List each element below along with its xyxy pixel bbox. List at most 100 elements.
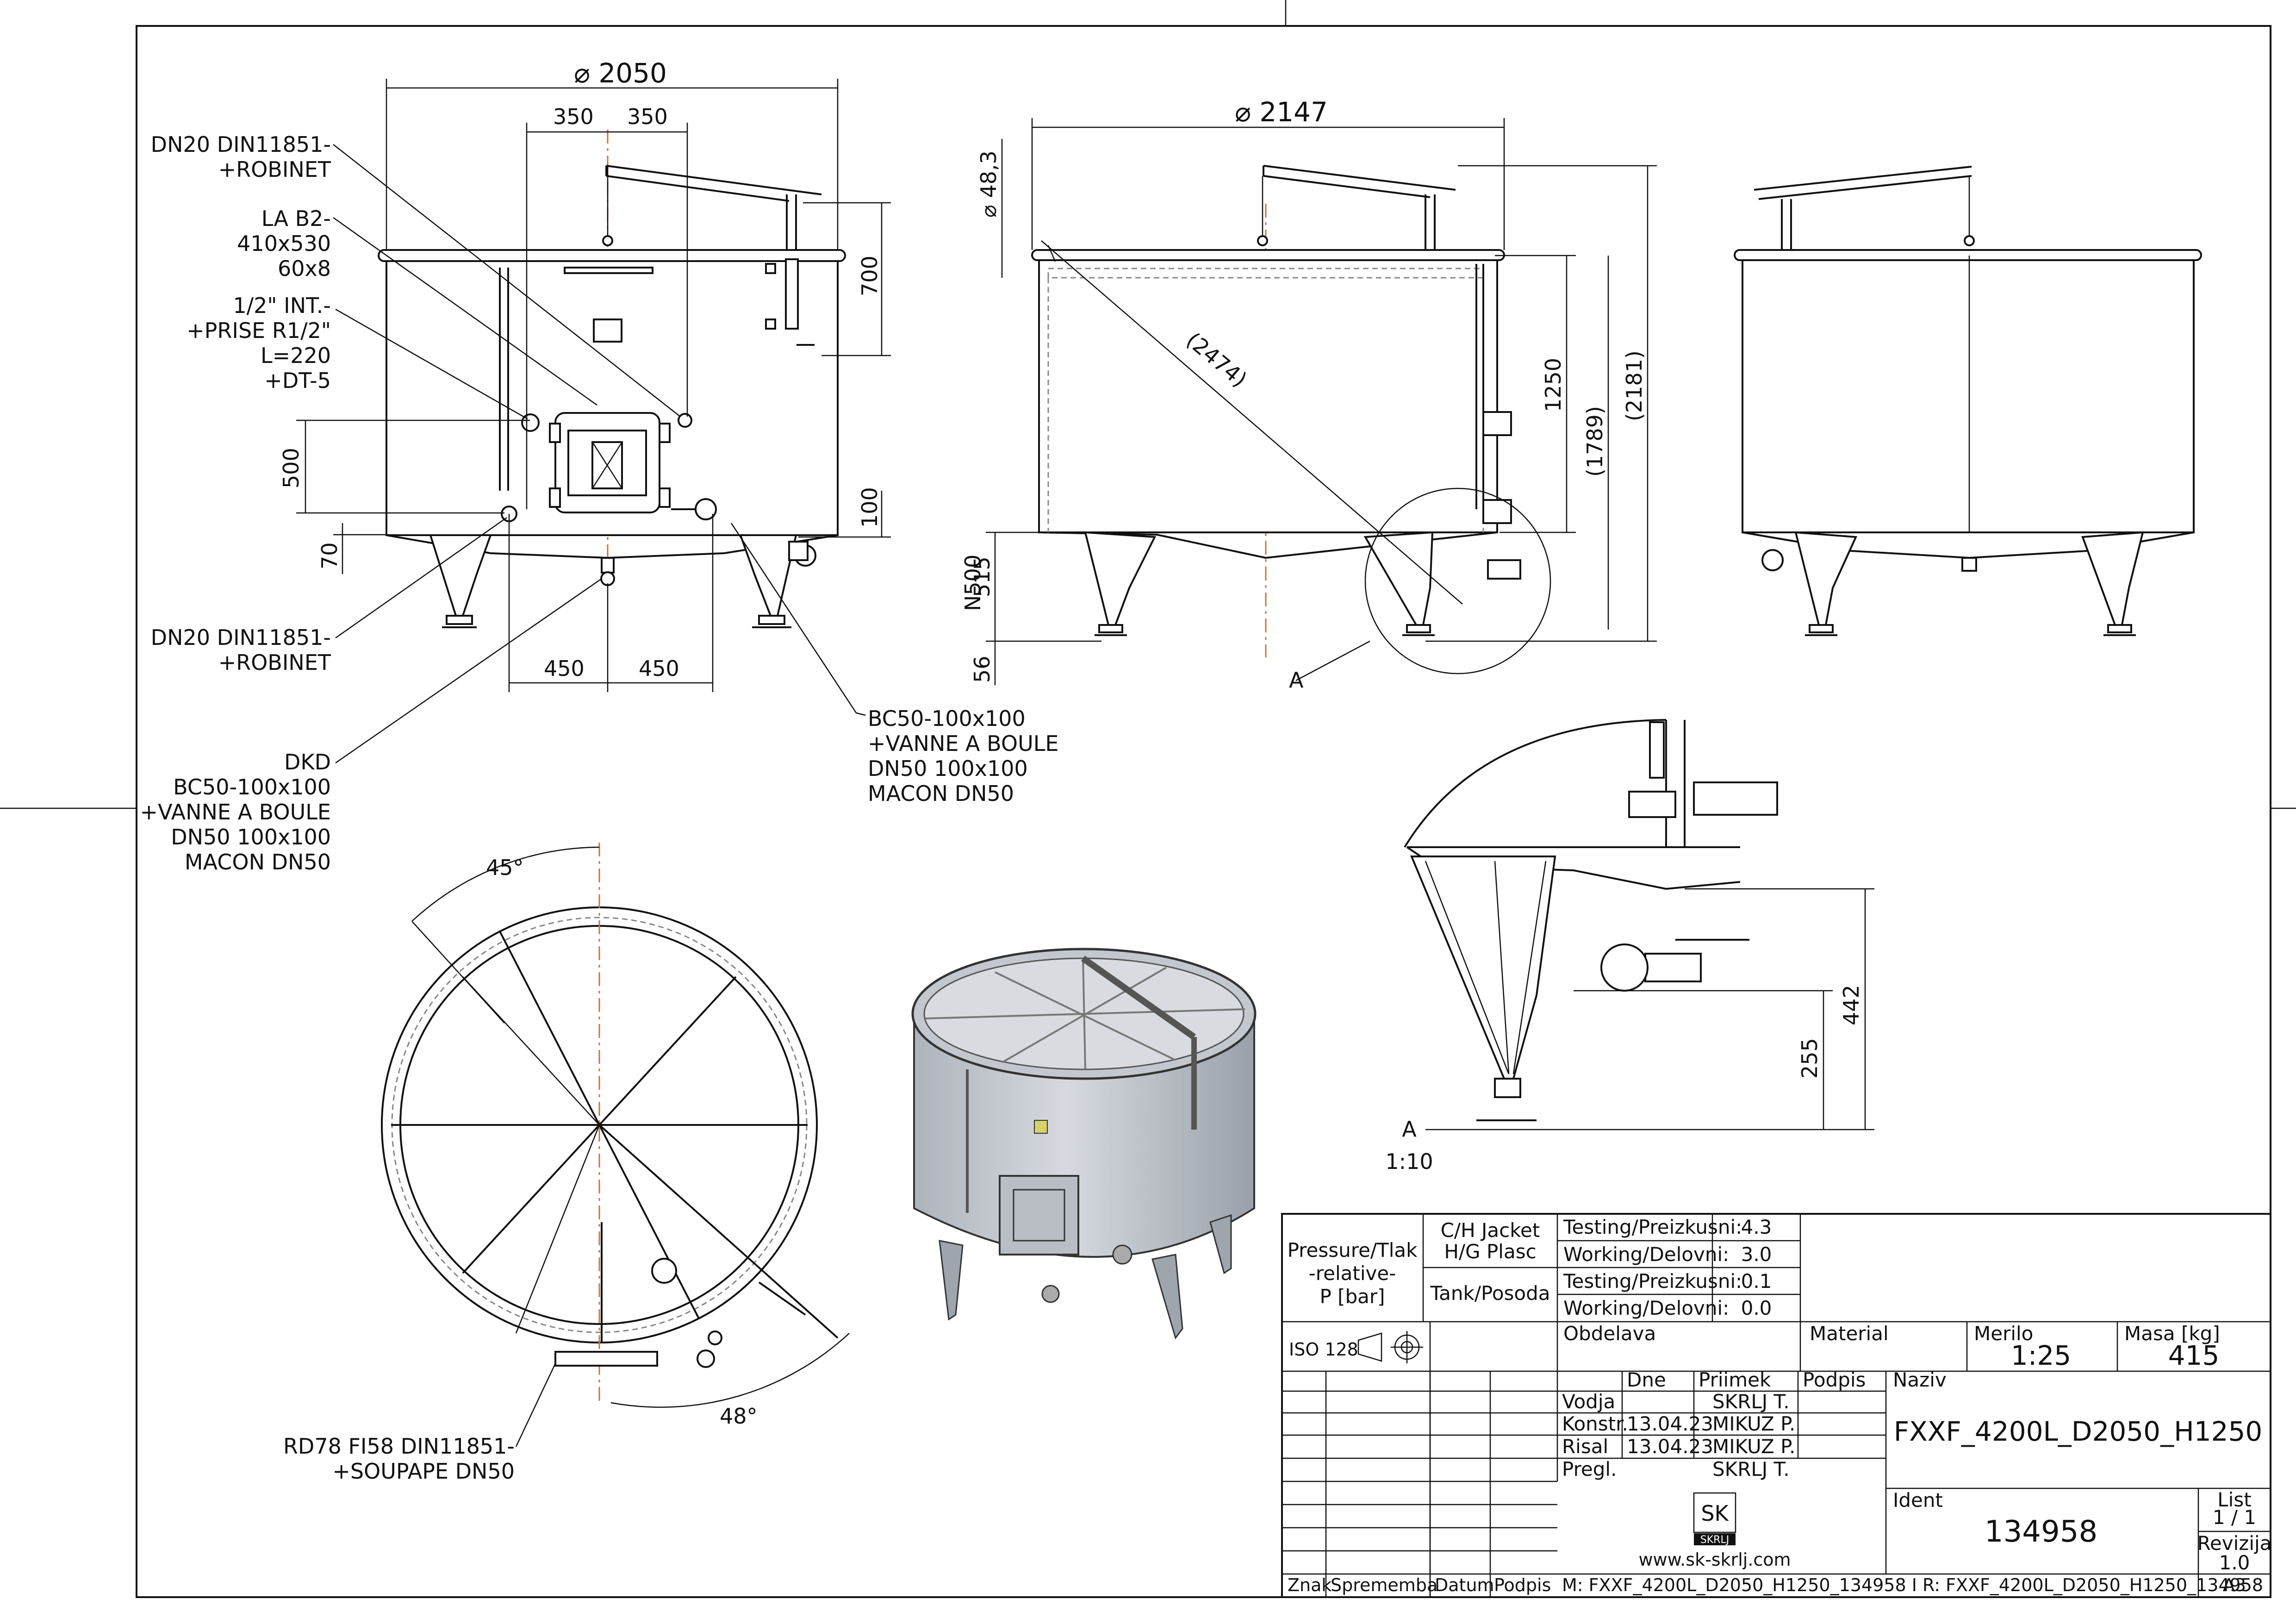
- svg-text:+ROBINET: +ROBINET: [218, 650, 331, 675]
- dim-detail-255: 255: [1797, 1038, 1822, 1079]
- testing-2-label: Testing/Preizkusni:: [1563, 1270, 1742, 1293]
- svg-text:Risal: Risal: [1562, 1435, 1608, 1458]
- dne-header: Dne: [1627, 1368, 1666, 1391]
- svg-text:BC50-100x100: BC50-100x100: [868, 706, 1026, 731]
- title-block: Pressure/Tlak -relative- P [bar] C/H Jac…: [1281, 1213, 2272, 1598]
- svg-text:+VANNE A BOULE: +VANNE A BOULE: [868, 731, 1058, 756]
- dim-top-45: 45°: [486, 855, 524, 880]
- dim-front-500: 500: [279, 448, 304, 488]
- dim-side-diameter: ⌀ 2147: [1235, 96, 1328, 128]
- callout-prise: 1/2" INT.- +PRISE R1/2" L=220 +DT-5: [187, 293, 331, 393]
- svg-text:+SOUPAPE DN50: +SOUPAPE DN50: [332, 1459, 515, 1484]
- svg-text:BC50-100x100: BC50-100x100: [173, 775, 331, 800]
- list-label: List: [2217, 1488, 2251, 1511]
- svg-text:Pregl.: Pregl.: [1562, 1458, 1617, 1480]
- merilo-label: Merilo: [1974, 1322, 2033, 1345]
- dim-side-515: 515: [970, 556, 995, 597]
- dim-side-1250: 1250: [1541, 358, 1566, 412]
- pressure-label-3: P [bar]: [1319, 1285, 1385, 1308]
- dim-detail-442: 442: [1839, 985, 1864, 1025]
- isometric-view: [911, 948, 1257, 1340]
- masa-value: 415: [2168, 1340, 2220, 1371]
- dim-front-450-right: 450: [639, 656, 679, 681]
- callout-la-b2: LA B2- 410x530 60x8: [237, 206, 331, 281]
- detail-label: A: [1402, 1117, 1417, 1142]
- working-2-value: 0.0: [1741, 1297, 1772, 1319]
- footer-file: M: FXXF_4200L_D2050_H1250_134958 I R: FX…: [1562, 1575, 2263, 1595]
- dim-side-2181: (2181): [1622, 350, 1647, 421]
- footer-podpis: Podpis: [1494, 1575, 1551, 1595]
- masa-label: Masa [kg]: [2124, 1322, 2220, 1345]
- obdelava-label: Obdelava: [1563, 1322, 1656, 1345]
- back-view: [1734, 166, 2202, 636]
- svg-text:SKRLJ: SKRLJ: [1700, 1534, 1729, 1546]
- svg-text:SKRLJ T.: SKRLJ T.: [1712, 1458, 1790, 1480]
- dim-front-350-right: 350: [627, 104, 668, 129]
- footer-datum: Datum: [1435, 1575, 1494, 1595]
- testing-1-label: Testing/Preizkusni:: [1563, 1216, 1742, 1238]
- projection-cone-icon: [1357, 1332, 1382, 1362]
- svg-text:+PRISE R1/2": +PRISE R1/2": [187, 318, 331, 343]
- merilo-value: 1:25: [2011, 1340, 2071, 1371]
- working-2-label: Working/Delovni:: [1563, 1297, 1729, 1319]
- dim-side-pipe: ⌀ 48,3: [976, 150, 1001, 218]
- svg-text:SK: SK: [1701, 1501, 1729, 1526]
- svg-text:L=220: L=220: [261, 343, 331, 368]
- svg-text:+VANNE A BOULE: +VANNE A BOULE: [140, 800, 331, 824]
- dim-front-700: 700: [857, 256, 882, 296]
- detail-scale: 1:10: [1385, 1149, 1433, 1174]
- svg-text:DKD: DKD: [284, 750, 331, 775]
- working-1-label: Working/Delovni:: [1563, 1243, 1729, 1266]
- dim-front-350-left: 350: [553, 104, 594, 129]
- svg-text:MACON DN50: MACON DN50: [868, 781, 1014, 806]
- svg-text:DN20 DIN11851-: DN20 DIN11851-: [151, 132, 331, 157]
- svg-text:13.04.23: 13.04.23: [1627, 1412, 1713, 1435]
- dim-side-56: 56: [970, 656, 995, 683]
- footer-sprememba: Sprememba: [1331, 1575, 1437, 1595]
- list-value: 1 / 1: [2213, 1506, 2256, 1529]
- working-1-value: 3.0: [1741, 1243, 1772, 1266]
- dim-side-1789: (1789): [1582, 406, 1607, 477]
- svg-text:Vodja: Vodja: [1562, 1390, 1615, 1413]
- dim-front-70: 70: [317, 542, 342, 569]
- ident-label: Ident: [1893, 1489, 1943, 1512]
- revizija-label: Revizija: [2197, 1532, 2272, 1555]
- callout-dn20-top: DN20 DIN11851- +ROBINET: [151, 132, 331, 182]
- website-text: www.sk-skrlj.com: [1638, 1549, 1791, 1570]
- svg-text:LA B2-: LA B2-: [261, 206, 331, 231]
- footer-znak: Znak: [1288, 1575, 1332, 1595]
- callout-bc50: BC50-100x100 +VANNE A BOULE DN50 100x100…: [868, 706, 1058, 806]
- callout-dkd: DKD BC50-100x100 +VANNE A BOULE DN50 100…: [140, 750, 331, 874]
- dim-side-n500: N500: [960, 555, 985, 611]
- iso-label: ISO 128: [1289, 1339, 1358, 1360]
- svg-text:410x530: 410x530: [237, 231, 331, 256]
- podpis-header: Podpis: [1803, 1368, 1866, 1391]
- jacket-label-2: H/G Plasc: [1444, 1240, 1536, 1263]
- signature-row-vodja: Vodja SKRLJ T.: [1562, 1390, 1790, 1413]
- footer-format: A3: [2223, 1575, 2246, 1595]
- front-view: ⌀ 2050 350 350 700 100 500 70 450 450: [279, 57, 891, 764]
- svg-text:MACON DN50: MACON DN50: [185, 849, 331, 874]
- svg-text:SKRLJ T.: SKRLJ T.: [1712, 1390, 1790, 1413]
- priimek-header: Priimek: [1699, 1368, 1771, 1391]
- svg-text:DN50 100x100: DN50 100x100: [171, 824, 331, 849]
- dim-front-diameter: ⌀ 2050: [574, 57, 667, 89]
- svg-text:13.04.23: 13.04.23: [1627, 1435, 1713, 1458]
- tank-label: Tank/Posoda: [1430, 1282, 1550, 1305]
- svg-text:+ROBINET: +ROBINET: [218, 157, 331, 182]
- company-logo: SK SKRLJ www.sk-skrlj.com: [1638, 1492, 1791, 1570]
- top-view: 45° 48°: [381, 843, 850, 1447]
- dim-front-450-left: 450: [544, 656, 585, 681]
- callout-rd78: RD78 FI58 DIN11851- +SOUPAPE DN50: [283, 1434, 515, 1484]
- side-view: ⌀ 2147 ⌀ 48,3 (2474) 1250 (1789) (2181) …: [960, 96, 1657, 693]
- dim-front-100: 100: [857, 487, 882, 528]
- pressure-label-1: Pressure/Tlak: [1288, 1239, 1418, 1262]
- signature-row-konstr: Konstr. 13.04.23 MIKUZ P.: [1562, 1412, 1795, 1435]
- drawing-title: FXXF_4200L_D2050_H1250: [1894, 1416, 2263, 1447]
- testing-1-value: 4.3: [1741, 1216, 1772, 1238]
- signature-row-pregl: Pregl. SKRLJ T.: [1562, 1458, 1790, 1480]
- detail-a-view: 442 255 A 1:10: [1385, 719, 1874, 1174]
- material-label: Material: [1810, 1322, 1889, 1345]
